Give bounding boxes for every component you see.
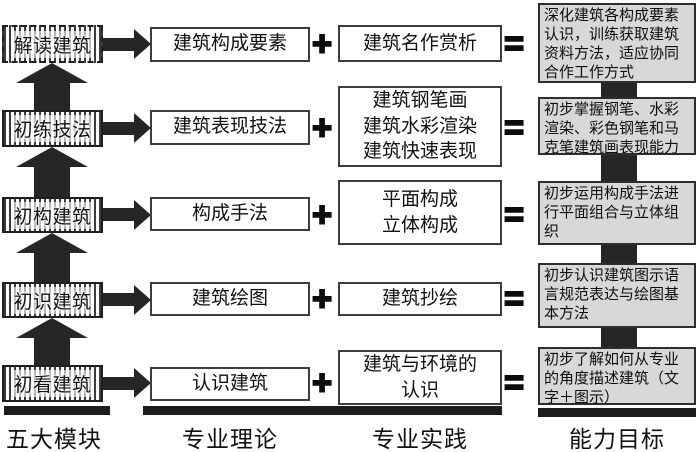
goal-box: 初步运用构成手法进行平面组合与立体组织 [538,181,696,245]
practice-box: 建筑抄绘 [338,282,502,316]
up-arrow-icon [16,63,88,83]
footer-bar-theory-practice [143,406,502,415]
practice-box: 建筑与环境的 认识 [338,350,502,405]
equals-operator: = [503,364,525,402]
right-arrow-icon [134,285,151,315]
module-label: 解读建筑 [12,30,93,58]
plus-operator: + [311,109,333,147]
theory-box: 构成手法 [150,197,310,231]
practice-box: 建筑名作赏析 [338,25,502,62]
equals-operator: = [503,25,525,63]
up-arrow-icon [16,233,88,253]
goal-connector [601,244,637,264]
goal-box: 深化建筑各构成要素认识，训练获取建筑资料方法，适应协同合作工作方式 [538,3,696,83]
right-arrow-icon [134,29,151,59]
equals-operator: = [503,196,525,234]
module-label: 初构建筑 [12,201,93,229]
theory-box: 建筑绘图 [150,282,310,316]
up-arrow-shaft [34,166,70,198]
right-arrow-shaft [102,122,134,135]
right-arrow-shaft [102,38,134,51]
right-arrow-shaft [102,293,134,306]
module-box-chugou-jianzhu: 初构建筑 [2,197,103,233]
module-label: 初识建筑 [12,286,93,314]
column-label-modules: 五大模块 [6,426,102,452]
plus-operator: + [311,364,333,402]
module-label: 初看建筑 [12,370,93,397]
right-arrow-shaft [102,377,134,390]
equals-operator: = [503,280,525,318]
footer-bar-goal [538,408,696,417]
goal-box: 初步掌握钢笔、水彩渲染、彩色钢笔和马克笔建筑画表现能力 [538,97,696,156]
footer-bar-modules [4,406,110,415]
up-arrow-icon [16,318,88,338]
column-label-practice: 专业实践 [372,426,468,452]
right-arrow-shaft [102,208,134,221]
module-label: 初练技法 [12,115,93,142]
theory-box: 认识建筑 [150,367,310,401]
goal-connector [601,327,637,348]
plus-operator: + [311,280,333,318]
up-arrow-shaft [34,252,70,283]
module-box-chushi-jianzhu: 初识建筑 [2,282,103,318]
goal-connector [601,154,637,182]
theory-box: 建筑表现技法 [150,110,310,145]
up-arrow-icon [16,147,88,167]
goal-box: 初步认识建筑图示语言规范表达与绘图基本方法 [538,263,696,328]
practice-box: 平面构成 立体构成 [338,180,502,245]
theory-box: 建筑构成要素 [150,27,310,62]
right-arrow-icon [134,113,151,143]
column-label-goal: 能力目标 [569,426,665,452]
goal-box: 初步了解如何从专业的角度描述建筑（文字＋图示） [538,347,696,406]
right-arrow-icon [134,200,151,230]
practice-box: 建筑钢笔画 建筑水彩渲染 建筑快速表现 [338,86,502,167]
module-box-chulian-jifa: 初练技法 [2,110,103,147]
up-arrow-shaft [34,337,70,366]
plus-operator: + [311,25,333,63]
plus-operator: + [311,196,333,234]
column-label-theory: 专业理论 [182,426,278,452]
right-arrow-icon [134,368,151,398]
up-arrow-shaft [34,82,70,111]
module-box-chukan-jianzhu: 初看建筑 [2,365,103,402]
equals-operator: = [503,109,525,147]
module-box-jiedu-jianzhu: 解读建筑 [2,25,103,63]
goal-connector [601,82,637,98]
